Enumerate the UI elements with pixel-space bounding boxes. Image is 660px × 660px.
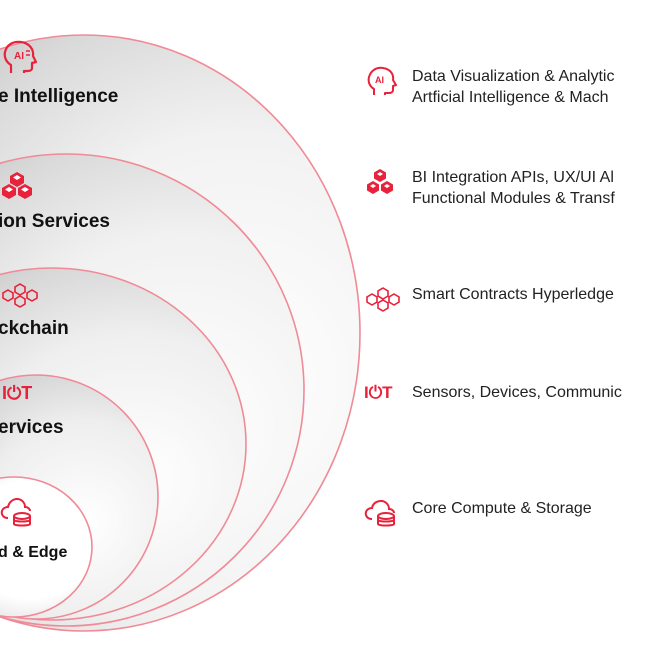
detail-line: BI Integration APIs, UX/UI Al [412,169,614,186]
detail-item-cloud: Core Compute & Storage [364,498,592,528]
cloud-database-icon [0,497,31,527]
detail-line: Functional Modules & Transf [412,190,615,207]
detail-text: Data Visualization & Analytic Artficial … [412,66,614,108]
iot-icon-text: I⏻T [364,383,393,402]
ai-badge-text: AI [14,51,24,62]
layer-label-intelligence: e Intelligence [0,86,119,107]
layer-label-iot: ervices [0,417,64,438]
detail-item-blockchain: Smart Contracts Hyperledge [364,284,614,314]
cloud-database-icon [364,499,395,527]
detail-line: Core Compute & Storage [412,500,592,517]
detail-item-application: BI Integration APIs, UX/UI Al Functional… [364,167,615,209]
detail-text: Core Compute & Storage [412,498,592,519]
ai-badge-text: AI [375,75,384,85]
detail-item-intelligence: AI Data Visualization & Analytic Artfici… [364,66,614,108]
iot-icon-text: I⏻T [2,383,33,403]
blockchain-icon [366,287,400,312]
cube-cluster-icon [367,169,393,194]
detail-line: Sensors, Devices, Communic [412,384,622,401]
iot-icon: I⏻T [2,382,42,404]
ai-head-icon: AI [3,40,38,73]
iot-icon: I⏻T [364,382,404,412]
layer-label-blockchain: ckchain [0,318,69,339]
detail-line: Data Visualization & Analytic [412,68,615,85]
ai-head-icon: AI [367,66,397,95]
detail-line: Smart Contracts Hyperledge [412,286,614,303]
detail-text: Smart Contracts Hyperledge [412,284,614,305]
cube-cluster-icon [2,172,32,199]
layer-label-cloud: d & Edge [0,544,68,561]
detail-item-iot: I⏻T Sensors, Devices, Communic [364,382,622,412]
layer-label-application: ion Services [0,211,110,232]
detail-text: Sensors, Devices, Communic [412,382,622,403]
layer-ring-cloud [0,476,93,618]
detail-line: Artficial Intelligence & Mach [412,89,609,106]
blockchain-icon [2,283,38,308]
detail-text: BI Integration APIs, UX/UI Al Functional… [412,167,615,209]
